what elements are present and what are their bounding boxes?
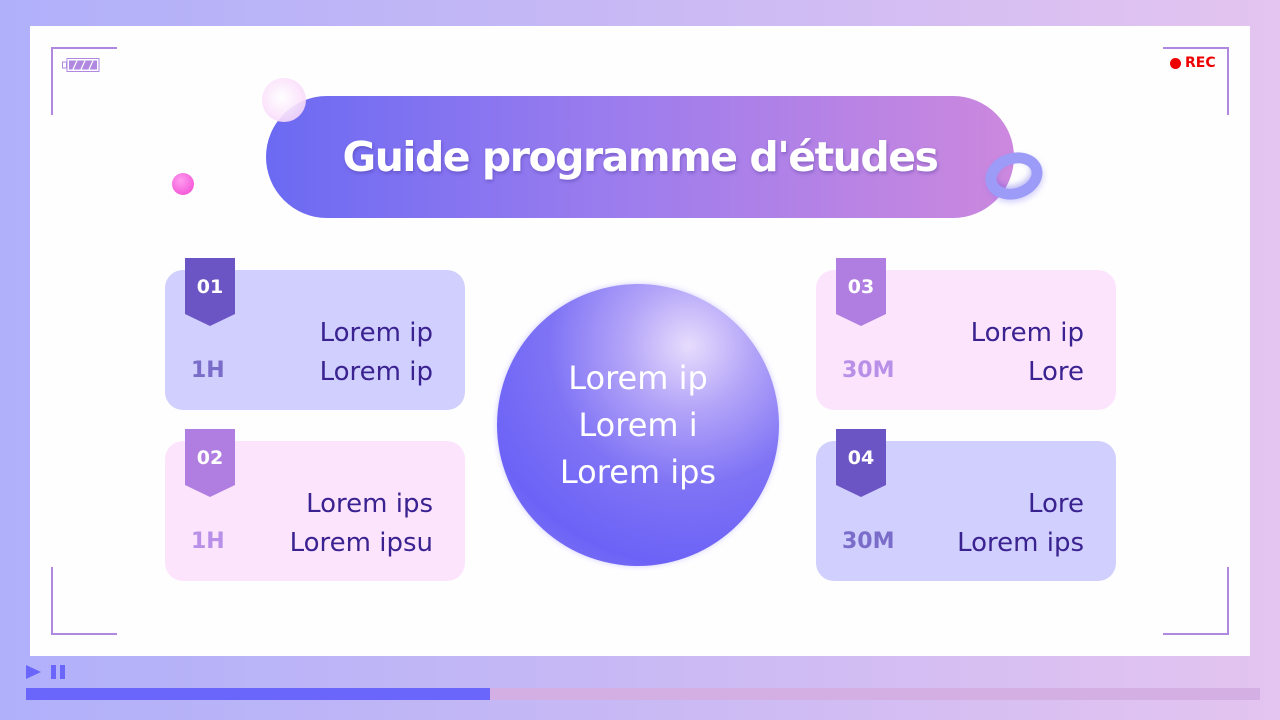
card-line: Lorem ips xyxy=(957,528,1084,558)
rec-label: REC xyxy=(1185,55,1216,71)
page-title: Guide programme d'études xyxy=(342,133,939,181)
card-number: 02 xyxy=(196,447,224,469)
card-duration: 1H xyxy=(191,358,225,383)
card-number: 01 xyxy=(196,276,224,298)
ribbon-badge-icon xyxy=(836,429,886,497)
record-dot-icon xyxy=(1170,57,1181,69)
card-text: Lorem ip Lore xyxy=(971,314,1084,392)
title-banner: Guide programme d'études xyxy=(266,96,1014,218)
frame-corner-bottom-right xyxy=(1163,567,1229,635)
card-line: Lorem ipsu xyxy=(289,528,433,558)
card-line: Lorem ips xyxy=(306,489,433,519)
card-duration: 1H xyxy=(191,529,225,554)
schedule-card-04: 04 30M Lore Lorem ips xyxy=(816,429,1116,581)
battery-icon xyxy=(62,58,100,72)
card-line: Lorem ip xyxy=(319,357,433,387)
ribbon-badge-icon xyxy=(185,258,235,326)
card-text: Lorem ips Lorem ipsu xyxy=(290,485,433,563)
frame-corner-bottom-left xyxy=(51,567,117,635)
player-controls xyxy=(26,664,66,680)
card-line: Lore xyxy=(1027,489,1084,519)
card-duration: 30M xyxy=(842,529,895,554)
schedule-card-01: 01 1H Lorem ip Lorem ip xyxy=(165,258,465,410)
card-line: Lore xyxy=(1027,357,1084,387)
play-icon[interactable] xyxy=(26,664,42,680)
frame-corner-top-left xyxy=(51,47,117,115)
card-duration: 30M xyxy=(842,358,895,383)
ribbon-badge-icon xyxy=(185,429,235,497)
card-line: Lorem ip xyxy=(319,318,433,348)
schedule-card-02: 02 1H Lorem ips Lorem ipsu xyxy=(165,429,465,581)
schedule-card-03: 03 30M Lorem ip Lore xyxy=(816,258,1116,410)
card-text: Lorem ip Lorem ip xyxy=(320,314,433,392)
center-sphere: Lorem ip Lorem i Lorem ips xyxy=(497,284,779,566)
decorative-pink-bubble xyxy=(262,78,306,122)
center-line: Lorem i xyxy=(578,405,698,444)
progress-fill xyxy=(26,688,490,700)
center-line: Lorem ips xyxy=(559,452,717,491)
slide-canvas: REC Guide programme d'études 01 1H Lorem… xyxy=(30,26,1250,656)
card-text: Lore Lorem ips xyxy=(957,485,1084,563)
recording-indicator: REC xyxy=(1170,55,1216,71)
decorative-magenta-dot xyxy=(172,173,194,195)
frame-corner-top-right xyxy=(1163,47,1229,115)
pause-icon[interactable] xyxy=(50,664,66,680)
card-line: Lorem ip xyxy=(970,318,1084,348)
card-number: 03 xyxy=(847,276,875,298)
card-number: 04 xyxy=(847,447,875,469)
ribbon-badge-icon xyxy=(836,258,886,326)
progress-bar[interactable] xyxy=(26,688,1260,700)
center-line: Lorem ip xyxy=(568,358,708,397)
